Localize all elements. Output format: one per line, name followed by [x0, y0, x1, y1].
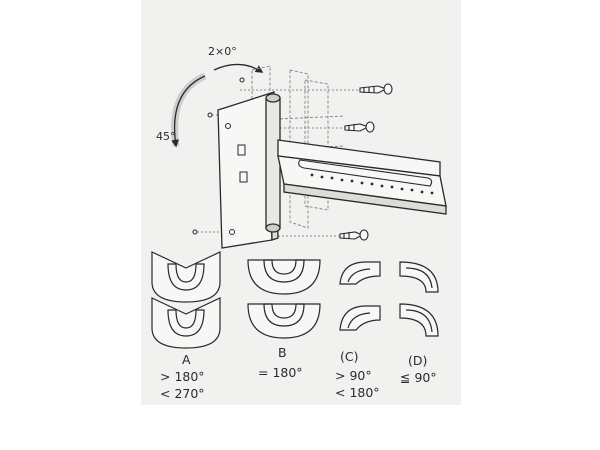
rotation-label-top: 2×0°: [208, 45, 237, 58]
arm-holes: [310, 173, 434, 195]
shape-a-bottom: [151, 297, 221, 349]
option-c-letter: (C): [340, 349, 359, 364]
screw-2: [344, 121, 375, 133]
option-c-line1: > 90°: [335, 368, 372, 383]
shape-b-bottom: [247, 303, 321, 339]
hinge-pin: [265, 93, 281, 233]
option-d-letter: (D): [408, 353, 428, 368]
support-arm: [277, 139, 447, 215]
option-a-line2: < 270°: [160, 386, 205, 401]
arm-slot: [298, 159, 433, 187]
option-d-line1: ≦ 90°: [400, 370, 437, 385]
rotation-label-side: 45°: [156, 130, 176, 143]
option-c-line2: < 180°: [335, 385, 380, 400]
shape-c-top: [339, 261, 381, 285]
shape-b-top: [247, 259, 321, 295]
shape-d-bottom: [399, 303, 439, 337]
screw-1: [359, 83, 393, 95]
screw-3: [339, 229, 369, 241]
rotation-arc-band: [171, 72, 207, 147]
rotation-arc-side: [171, 75, 206, 148]
option-a-letter: A: [182, 352, 191, 367]
option-a-line1: > 180°: [160, 369, 205, 384]
plate-slots: [225, 123, 248, 235]
shape-a-top: [151, 251, 221, 303]
shape-c-bottom: [339, 305, 381, 331]
shape-d-top: [399, 261, 439, 293]
rotation-arc-top: [213, 63, 264, 73]
option-b-line1: = 180°: [258, 365, 303, 380]
option-b-letter: B: [278, 345, 287, 360]
